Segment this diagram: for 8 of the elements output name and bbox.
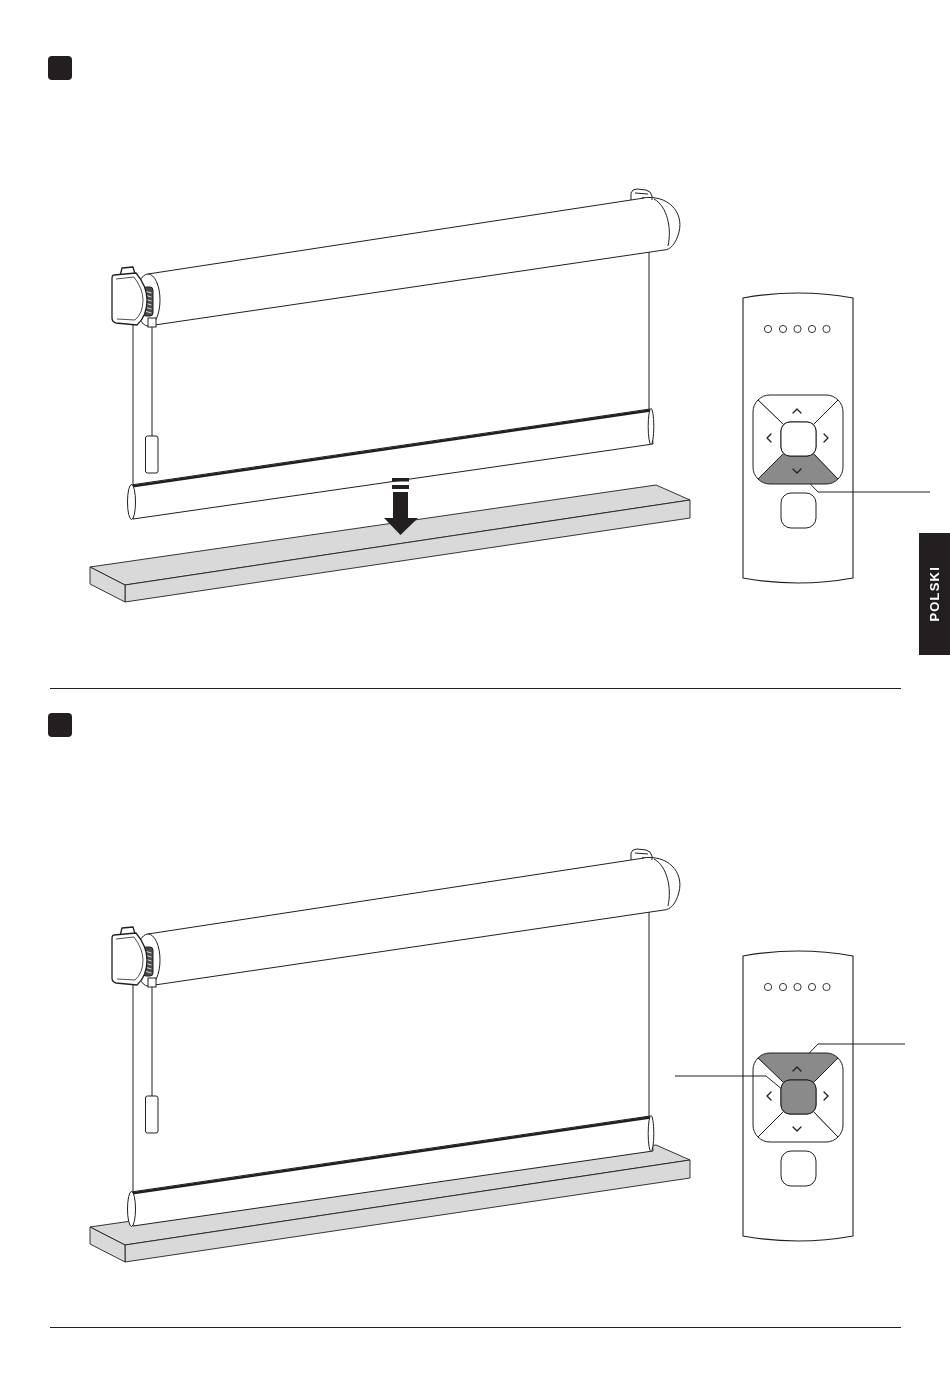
language-label: POLSKI	[928, 566, 941, 622]
language-tab	[919, 533, 950, 655]
leader-line	[809, 483, 931, 493]
leader-line	[674, 1075, 782, 1089]
up-button	[757, 1052, 839, 1084]
leader-line	[808, 1043, 906, 1054]
center-button	[780, 1079, 817, 1115]
down-button	[757, 452, 839, 485]
